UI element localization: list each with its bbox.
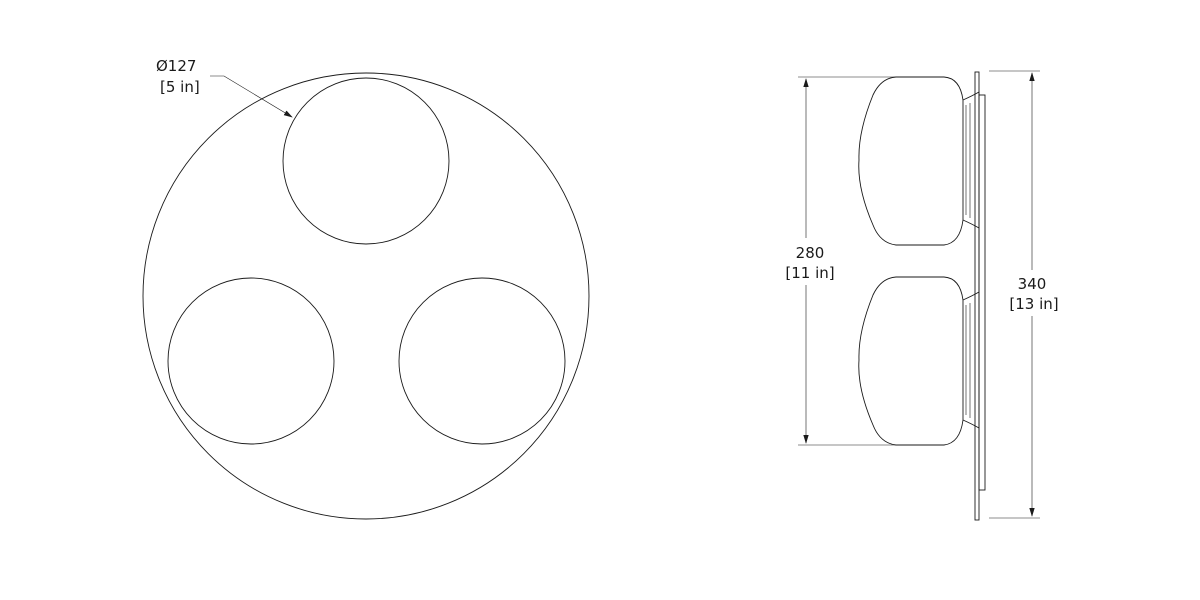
diameter-leader-line bbox=[210, 75, 293, 118]
lower-shade-outline bbox=[858, 276, 964, 446]
diameter-callout: Ø127 [5 in] bbox=[156, 57, 293, 118]
globe-right bbox=[398, 277, 566, 445]
total-340-dimension: 340 [13 in] bbox=[989, 70, 1059, 519]
lower-shade bbox=[858, 276, 980, 446]
wall-plate bbox=[974, 71, 980, 521]
globe-left bbox=[167, 277, 335, 445]
front-view: Ø127 [5 in] bbox=[142, 57, 590, 520]
canopy-disc-outline bbox=[142, 72, 590, 520]
side-view: 280 [11 in] 340 [13 in] bbox=[785, 70, 1059, 521]
upper-shade-outline bbox=[858, 76, 964, 246]
height-280-dimension: 280 [11 in] bbox=[785, 76, 896, 446]
height-imperial-label: [11 in] bbox=[785, 264, 834, 282]
height-metric-label: 280 bbox=[796, 244, 825, 262]
diameter-imperial-label: [5 in] bbox=[160, 78, 200, 96]
globe-top bbox=[282, 77, 450, 245]
total-metric-label: 340 bbox=[1018, 275, 1047, 293]
canopy-plate bbox=[978, 94, 986, 491]
upper-shade-collar bbox=[962, 91, 980, 229]
upper-shade bbox=[858, 76, 980, 246]
lower-shade-collar bbox=[962, 291, 980, 429]
diameter-metric-label: Ø127 bbox=[156, 57, 196, 75]
total-imperial-label: [13 in] bbox=[1009, 295, 1058, 313]
